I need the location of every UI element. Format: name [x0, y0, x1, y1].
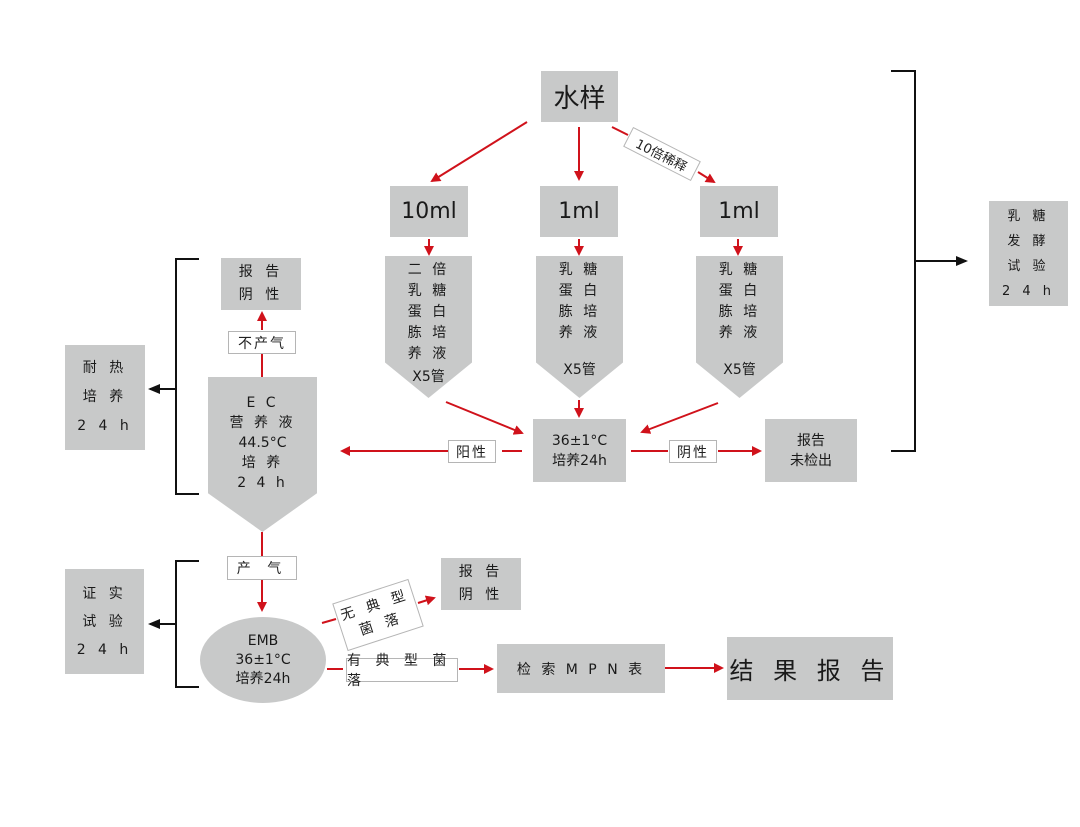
confirm-line: 2 4 h [76, 641, 133, 658]
report-line: 阴 性 [458, 587, 504, 603]
arrow-tube1-to-incubation [445, 401, 524, 435]
source-water-sample: 水样 [541, 71, 618, 122]
report-not-detected: 报告 未检出 [765, 419, 857, 482]
emb-line: 培养24h [235, 670, 291, 687]
typical-label-text: 有 典 型 菌 落 [347, 653, 452, 689]
tube-count: X5管 [412, 369, 445, 385]
lactose-line: 2 4 h [1001, 283, 1056, 299]
heat-line: 耐 热 [82, 360, 128, 376]
tube-line: 胨 培 [558, 304, 601, 320]
tube-line: 养 液 [558, 325, 601, 341]
ec-line: 培 养 [241, 455, 284, 471]
ec-line: 2 4 h [237, 475, 288, 491]
negative-label-text: 阴性 [677, 444, 709, 461]
ec-broth: E C 营 养 液 44.5°C 培 养 2 4 h [208, 377, 317, 532]
arrow-source-to-1ml-b-end [697, 171, 716, 184]
positive-label: 阳性 [448, 440, 496, 463]
tube-line: 养 液 [718, 325, 761, 341]
gas-label: 产 气 [227, 556, 297, 580]
tube-line: 胨 培 [407, 325, 450, 341]
mpn-label: 检 索 M P N 表 [516, 661, 646, 678]
report-line: 阴 性 [238, 287, 284, 303]
gas-label-text: 产 气 [236, 561, 288, 577]
volume-label: 1ml [558, 199, 600, 224]
ec-line: 营 养 液 [229, 415, 296, 431]
volume-10ml: 10ml [390, 186, 468, 237]
tube-line: 乳 糖 [558, 262, 601, 278]
tube-line: 养 液 [407, 346, 450, 362]
tube-count: X5管 [563, 362, 596, 378]
bracket-ec [175, 258, 199, 495]
no-gas-label-text: 不产气 [238, 335, 286, 352]
mpn-table-lookup: 检 索 M P N 表 [497, 644, 665, 693]
ec-line: E C [246, 395, 279, 411]
bracket-lactose [891, 70, 916, 452]
heat-line: 培 养 [82, 389, 128, 405]
tube-line: 乳 糖 [718, 262, 761, 278]
ec-line: 44.5°C [238, 435, 287, 451]
lactose-line: 乳 糖 [1007, 208, 1050, 224]
positive-label-text: 阳性 [456, 444, 488, 461]
report-negative-emb: 报 告 阴 性 [441, 558, 521, 610]
arrow-atypical-to-report [417, 595, 436, 606]
volume-1ml-a: 1ml [540, 186, 618, 237]
lactose-line: 发 酵 [1007, 233, 1050, 249]
incubation-line: 培养24h [552, 452, 607, 469]
arrow-source-to-10ml [430, 121, 528, 183]
arrow-source-to-1ml-b-start [611, 126, 629, 136]
confirmation-test: 证 实 试 验 2 4 h [65, 569, 144, 674]
final-report-label: 结 果 报 告 [729, 657, 891, 685]
report-line: 报 告 [238, 264, 284, 280]
arrow-emb-to-atypical [321, 618, 337, 624]
report-negative-ec: 报 告 阴 性 [221, 258, 301, 310]
incubation-line: 36±1°C [551, 432, 608, 449]
arrow-tube3-to-incubation [640, 402, 719, 434]
lactose-line: 试 验 [1007, 258, 1050, 274]
incubation-36c: 36±1°C 培养24h [533, 419, 626, 482]
confirm-line: 试 验 [82, 613, 127, 630]
final-result-report: 结 果 报 告 [727, 637, 893, 700]
negative-label: 阴性 [669, 440, 717, 463]
emb-line: EMB [247, 632, 279, 649]
heat-tolerant-culture: 耐 热 培 养 2 4 h [65, 345, 145, 450]
volume-1ml-b: 1ml [700, 186, 778, 237]
no-gas-label: 不产气 [228, 331, 296, 354]
report-line: 报 告 [458, 564, 504, 580]
tube-count: X5管 [723, 362, 756, 378]
heat-line: 2 4 h [77, 418, 133, 434]
report-line: 报告 [797, 432, 825, 449]
emb-line: 36±1°C [235, 651, 291, 668]
tube-line: 乳 糖 [407, 283, 450, 299]
tube-line: 蛋 白 [558, 283, 601, 299]
volume-label: 1ml [718, 199, 760, 224]
tube-line: 二 倍 [407, 262, 450, 278]
emb-plate: EMB 36±1°C 培养24h [200, 617, 326, 703]
tube-line: 蛋 白 [718, 283, 761, 299]
confirm-line: 证 实 [82, 585, 127, 602]
report-line: 未检出 [790, 452, 832, 469]
tube-single-b: 乳 糖 蛋 白 胨 培 养 液 X5管 [696, 256, 783, 398]
source-label: 水样 [553, 84, 606, 114]
typical-colonies-label: 有 典 型 菌 落 [346, 653, 458, 689]
bracket-emb [175, 560, 199, 688]
volume-label: 10ml [401, 199, 457, 224]
lactose-fermentation-test: 乳 糖 发 酵 试 验 2 4 h [989, 201, 1068, 306]
tube-line: 蛋 白 [407, 304, 450, 320]
tube-line: 胨 培 [718, 304, 761, 320]
